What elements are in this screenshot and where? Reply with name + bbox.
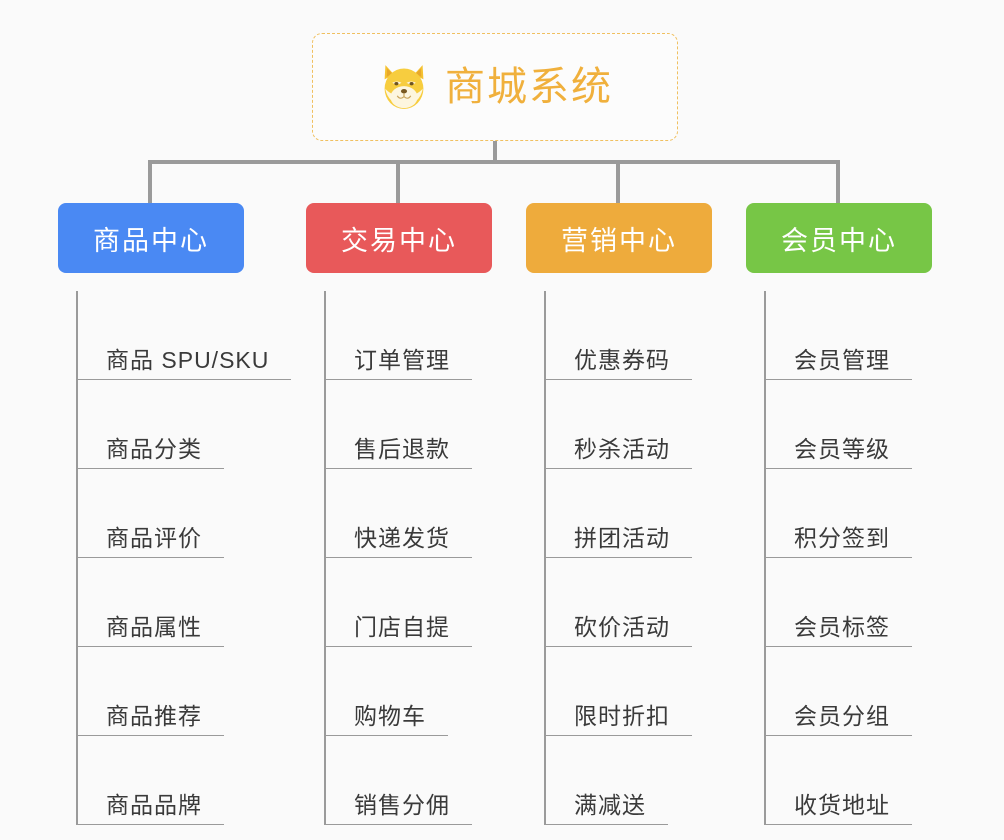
list-item-label: 商品品牌 <box>106 791 202 818</box>
leaf-underline: 商品属性 <box>76 613 224 647</box>
leaf-underline: 会员等级 <box>764 435 912 469</box>
list-item[interactable]: 商品推荐 <box>76 647 244 736</box>
leaf-underline: 商品评价 <box>76 524 224 558</box>
leaf-underline: 会员管理 <box>764 346 912 380</box>
list-item[interactable]: 会员分组 <box>764 647 932 736</box>
leaf-underline: 销售分佣 <box>324 791 472 825</box>
list-item[interactable]: 快递发货 <box>324 469 492 558</box>
category-header-member[interactable]: 会员中心 <box>746 203 932 273</box>
leaf-underline: 快递发货 <box>324 524 472 558</box>
list-item[interactable]: 会员等级 <box>764 380 932 469</box>
list-item[interactable]: 会员标签 <box>764 558 932 647</box>
category-header-label: 会员中心 <box>781 225 897 256</box>
list-item-label: 商品推荐 <box>106 702 202 729</box>
list-item-label: 销售分佣 <box>354 791 450 818</box>
leaf-underline: 积分签到 <box>764 524 912 558</box>
connector-drop-4 <box>836 160 840 203</box>
category-header-label: 商品中心 <box>93 225 209 256</box>
leaf-list-trade: 订单管理 售后退款 快递发货 门店自提 购物车 销售分佣 <box>324 291 492 825</box>
list-item[interactable]: 拼团活动 <box>544 469 712 558</box>
list-item-label: 会员管理 <box>794 346 890 373</box>
list-item-label: 快递发货 <box>354 524 450 551</box>
category-header-product[interactable]: 商品中心 <box>58 203 244 273</box>
category-column-product: 商品中心 商品 SPU/SKU 商品分类 商品评价 商品属性 商品推荐 商品品牌 <box>58 203 292 825</box>
leaf-underline: 商品推荐 <box>76 702 224 736</box>
list-item-label: 积分签到 <box>794 524 890 551</box>
root-node-title: 商城系统 <box>445 65 613 109</box>
list-item-label: 商品评价 <box>106 524 202 551</box>
leaf-underline: 门店自提 <box>324 613 472 647</box>
leaf-underline: 售后退款 <box>324 435 472 469</box>
list-item-label: 限时折扣 <box>574 702 670 729</box>
leaf-list-member: 会员管理 会员等级 积分签到 会员标签 会员分组 收货地址 <box>764 291 932 825</box>
list-item-label: 购物车 <box>354 702 426 729</box>
list-item[interactable]: 优惠券码 <box>544 291 712 380</box>
leaf-underline: 秒杀活动 <box>544 435 692 469</box>
list-item[interactable]: 购物车 <box>324 647 492 736</box>
category-header-label: 营销中心 <box>561 225 677 256</box>
leaf-underline: 会员分组 <box>764 702 912 736</box>
list-item-label: 收货地址 <box>794 791 890 818</box>
list-item-label: 订单管理 <box>354 346 450 373</box>
leaf-underline: 购物车 <box>324 702 448 736</box>
list-item-label: 满减送 <box>574 791 646 818</box>
list-item[interactable]: 收货地址 <box>764 736 932 825</box>
leaf-underline: 拼团活动 <box>544 524 692 558</box>
list-item-label: 优惠券码 <box>574 346 670 373</box>
connector-drop-1 <box>148 160 152 203</box>
category-header-marketing[interactable]: 营销中心 <box>526 203 712 273</box>
connector-horizontal-bar <box>148 160 840 164</box>
connector-drop-3 <box>616 160 620 203</box>
list-item-label: 商品属性 <box>106 613 202 640</box>
connector-drop-2 <box>396 160 400 203</box>
leaf-underline: 满减送 <box>544 791 668 825</box>
category-column-trade: 交易中心 订单管理 售后退款 快递发货 门店自提 购物车 销售分佣 <box>306 203 492 825</box>
root-node-card[interactable]: 商城系统 <box>312 33 678 141</box>
connector-stem <box>493 141 497 163</box>
list-item-label: 会员分组 <box>794 702 890 729</box>
list-item-label: 拼团活动 <box>574 524 670 551</box>
list-item-label: 会员标签 <box>794 613 890 640</box>
leaf-underline: 优惠券码 <box>544 346 692 380</box>
list-item[interactable]: 商品 SPU/SKU <box>76 291 292 380</box>
leaf-underline: 商品品牌 <box>76 791 224 825</box>
list-item[interactable]: 满减送 <box>544 736 712 825</box>
list-item-label: 门店自提 <box>354 613 450 640</box>
list-item-label: 秒杀活动 <box>574 435 670 462</box>
list-item[interactable]: 门店自提 <box>324 558 492 647</box>
leaf-underline: 会员标签 <box>764 613 912 647</box>
leaf-underline: 收货地址 <box>764 791 912 825</box>
list-item[interactable]: 积分签到 <box>764 469 932 558</box>
leaf-underline: 商品分类 <box>76 435 224 469</box>
category-header-trade[interactable]: 交易中心 <box>306 203 492 273</box>
list-item[interactable]: 销售分佣 <box>324 736 492 825</box>
list-item-label: 商品 SPU/SKU <box>106 346 270 373</box>
list-item-label: 砍价活动 <box>574 613 670 640</box>
list-item[interactable]: 商品品牌 <box>76 736 244 825</box>
list-item[interactable]: 商品属性 <box>76 558 244 647</box>
leaf-underline: 砍价活动 <box>544 613 692 647</box>
leaf-list-product: 商品 SPU/SKU 商品分类 商品评价 商品属性 商品推荐 商品品牌 <box>76 291 292 825</box>
list-item-label: 售后退款 <box>354 435 450 462</box>
list-item-label: 会员等级 <box>794 435 890 462</box>
list-item-label: 商品分类 <box>106 435 202 462</box>
list-item[interactable]: 限时折扣 <box>544 647 712 736</box>
list-item[interactable]: 秒杀活动 <box>544 380 712 469</box>
list-item[interactable]: 商品评价 <box>76 469 244 558</box>
shiba-dog-icon <box>377 60 431 114</box>
leaf-underline: 限时折扣 <box>544 702 692 736</box>
list-item[interactable]: 售后退款 <box>324 380 492 469</box>
category-header-label: 交易中心 <box>341 225 457 256</box>
list-item[interactable]: 商品分类 <box>76 380 244 469</box>
category-column-marketing: 营销中心 优惠券码 秒杀活动 拼团活动 砍价活动 限时折扣 满减送 <box>526 203 712 825</box>
leaf-list-marketing: 优惠券码 秒杀活动 拼团活动 砍价活动 限时折扣 满减送 <box>544 291 712 825</box>
leaf-underline: 商品 SPU/SKU <box>76 346 292 380</box>
category-column-member: 会员中心 会员管理 会员等级 积分签到 会员标签 会员分组 收货地址 <box>746 203 932 825</box>
list-item[interactable]: 会员管理 <box>764 291 932 380</box>
leaf-underline: 订单管理 <box>324 346 472 380</box>
list-item[interactable]: 订单管理 <box>324 291 492 380</box>
list-item[interactable]: 砍价活动 <box>544 558 712 647</box>
